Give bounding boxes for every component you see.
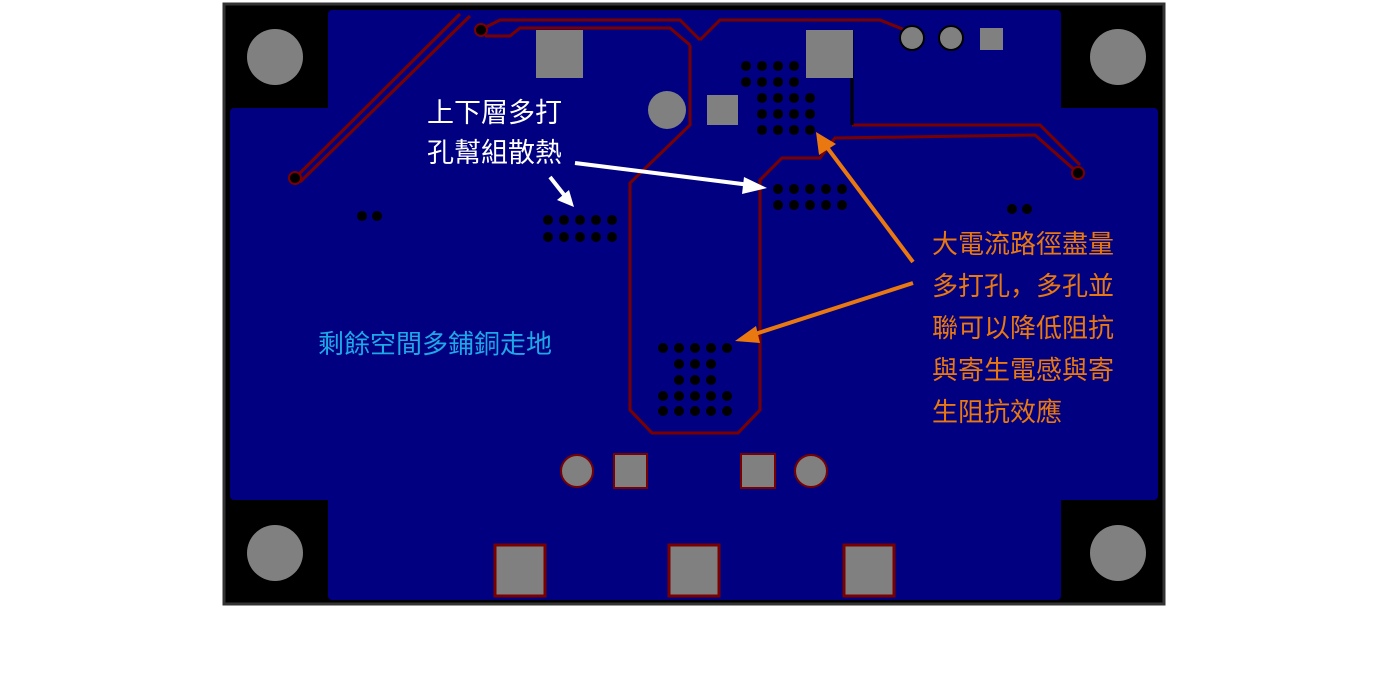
annotation-line: 大電流路徑盡量: [932, 230, 1114, 260]
via: [706, 359, 716, 369]
via: [773, 109, 783, 119]
component-pads: [493, 25, 1003, 598]
annotation-line: 與寄生電感與寄: [932, 356, 1114, 386]
via: [690, 375, 700, 385]
via: [773, 61, 783, 71]
via: [543, 215, 553, 225]
via: [690, 391, 700, 401]
via: [690, 359, 700, 369]
via: [789, 77, 799, 87]
via: [559, 232, 569, 242]
via: [607, 232, 617, 242]
via: [543, 232, 553, 242]
via: [706, 391, 716, 401]
via: [706, 375, 716, 385]
via: [575, 232, 585, 242]
mounting-hole-top-right: [1090, 29, 1146, 85]
traces: [293, 12, 1082, 435]
via: [674, 375, 684, 385]
via: [559, 215, 569, 225]
via: [607, 215, 617, 225]
ground-pour-annotation: 剩餘空間多鋪銅走地: [318, 330, 552, 360]
annotation-arrows: [548, 132, 915, 343]
via: [1007, 204, 1017, 214]
via-trace-end-right: [1071, 166, 1085, 180]
via: [674, 359, 684, 369]
via: [773, 200, 783, 210]
via: [658, 391, 668, 401]
via: [773, 93, 783, 103]
via: [757, 93, 767, 103]
via: [837, 184, 847, 194]
via: [690, 343, 700, 353]
via-trace-end-left: [288, 171, 302, 185]
high-current-annotation: 大電流路徑盡量 多打孔，多孔並 聯可以降低阻抗 與寄生電感與寄 生阻抗效應: [932, 230, 1114, 428]
via: [658, 343, 668, 353]
via: [789, 93, 799, 103]
via: [789, 61, 799, 71]
via: [805, 200, 815, 210]
via: [741, 77, 751, 87]
via-trace-end-top: [474, 23, 488, 37]
annotation-line: 生阻抗效應: [932, 398, 1062, 428]
via: [773, 125, 783, 135]
mounting-hole-bottom-left: [247, 525, 303, 581]
mounting-hole-bottom-right: [1090, 525, 1146, 581]
via: [757, 125, 767, 135]
via: [821, 200, 831, 210]
via: [805, 125, 815, 135]
via: [722, 391, 732, 401]
via: [773, 184, 783, 194]
via: [789, 184, 799, 194]
thermal-vias-annotation: 上下層多打 孔幫組散熱: [427, 98, 562, 169]
mounting-holes: [247, 29, 1146, 581]
via: [789, 200, 799, 210]
via: [357, 211, 367, 221]
via: [805, 184, 815, 194]
via-arrays: [357, 61, 1032, 416]
via: [741, 61, 751, 71]
via: [821, 184, 831, 194]
via: [674, 343, 684, 353]
annotation-line: 聯可以降低阻抗: [932, 314, 1114, 344]
via: [805, 109, 815, 119]
via: [773, 77, 783, 87]
annotation-line: 多打孔，多孔並: [932, 272, 1114, 302]
via: [690, 406, 700, 416]
via: [706, 406, 716, 416]
via: [789, 125, 799, 135]
via: [575, 215, 585, 225]
mounting-hole-top-left: [247, 29, 303, 85]
ground-copper-pour: [230, 10, 1158, 600]
via: [1022, 204, 1032, 214]
via: [757, 61, 767, 71]
via: [706, 343, 716, 353]
annotation-line: 孔幫組散熱: [427, 138, 562, 169]
via: [658, 406, 668, 416]
via: [591, 215, 601, 225]
via: [591, 232, 601, 242]
via: [837, 200, 847, 210]
via: [674, 406, 684, 416]
via: [372, 211, 382, 221]
via: [757, 109, 767, 119]
via: [674, 391, 684, 401]
annotation-line: 上下層多打: [427, 98, 562, 129]
via: [722, 406, 732, 416]
via: [805, 93, 815, 103]
via: [722, 343, 732, 353]
via: [757, 77, 767, 87]
via: [789, 109, 799, 119]
